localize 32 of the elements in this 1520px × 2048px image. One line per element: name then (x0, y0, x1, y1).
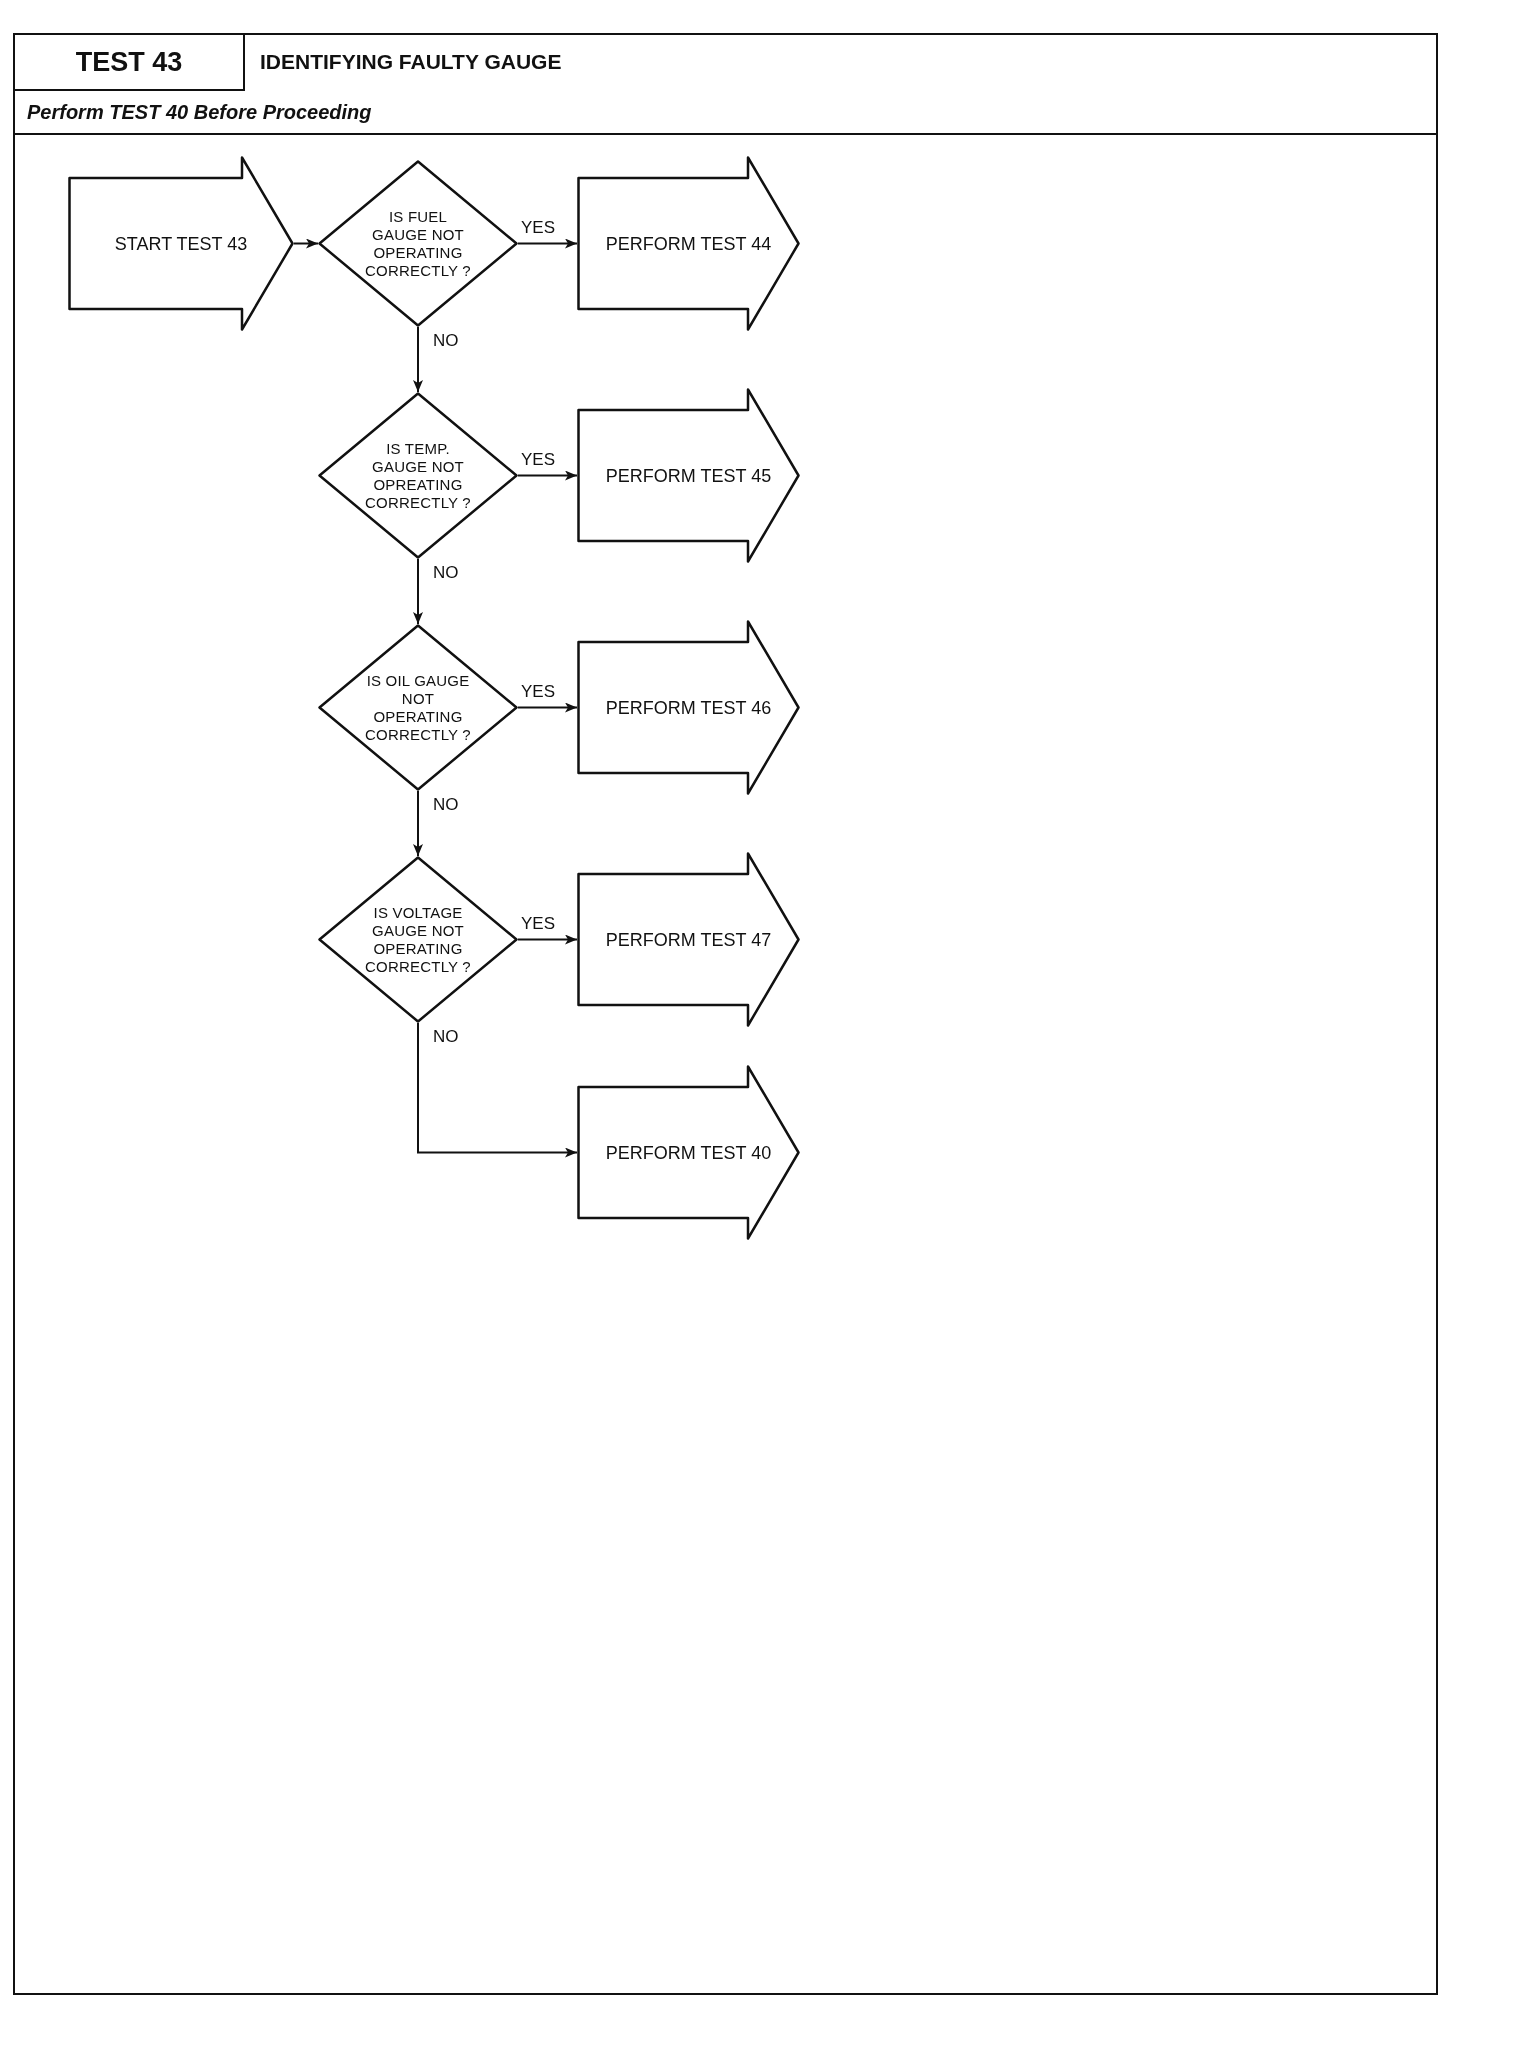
arrow (413, 790, 423, 857)
step-label: PERFORM TEST 45 (605, 464, 772, 487)
action-box (577, 1065, 800, 1240)
arrow (517, 470, 578, 481)
arrow (517, 238, 578, 249)
arrow (517, 934, 578, 945)
step-label: PERFORM TEST 46 (605, 696, 772, 719)
question-text: IS OIL GAUGE NOT OPERATING CORRECTLY ? (364, 671, 472, 744)
test-number: TEST 43 (75, 46, 183, 78)
step-label: PERFORM TEST 44 (605, 232, 772, 255)
decision-diamond (318, 856, 518, 1023)
action-box (577, 620, 800, 795)
arrow (413, 326, 423, 393)
arrow (413, 558, 423, 625)
question-text: IS TEMP. GAUGE NOT OPREATING CORRECTLY ? (364, 439, 472, 512)
step-label: PERFORM TEST 47 (605, 928, 772, 951)
decision-diamond (318, 624, 518, 791)
question-text: IS VOLTAGE GAUGE NOT OPERATING CORRECTLY ? (364, 903, 472, 976)
action-box (577, 156, 800, 331)
action-box (68, 156, 294, 331)
decision-diamond (318, 160, 518, 327)
arrow (417, 1022, 578, 1158)
arrow (293, 238, 319, 249)
arrow (517, 702, 578, 713)
question-text: IS FUEL GAUGE NOT OPERATING CORRECTLY ? (364, 207, 472, 280)
instruction-note: Perform TEST 40 Before Proceeding (27, 100, 372, 124)
decision-diamond (318, 392, 518, 559)
action-box (577, 852, 800, 1027)
step-label: START TEST 43 (114, 232, 248, 255)
step-label: PERFORM TEST 40 (605, 1141, 772, 1164)
page-title: IDENTIFYING FAULTY GAUGE (260, 49, 562, 75)
action-box (577, 388, 800, 563)
